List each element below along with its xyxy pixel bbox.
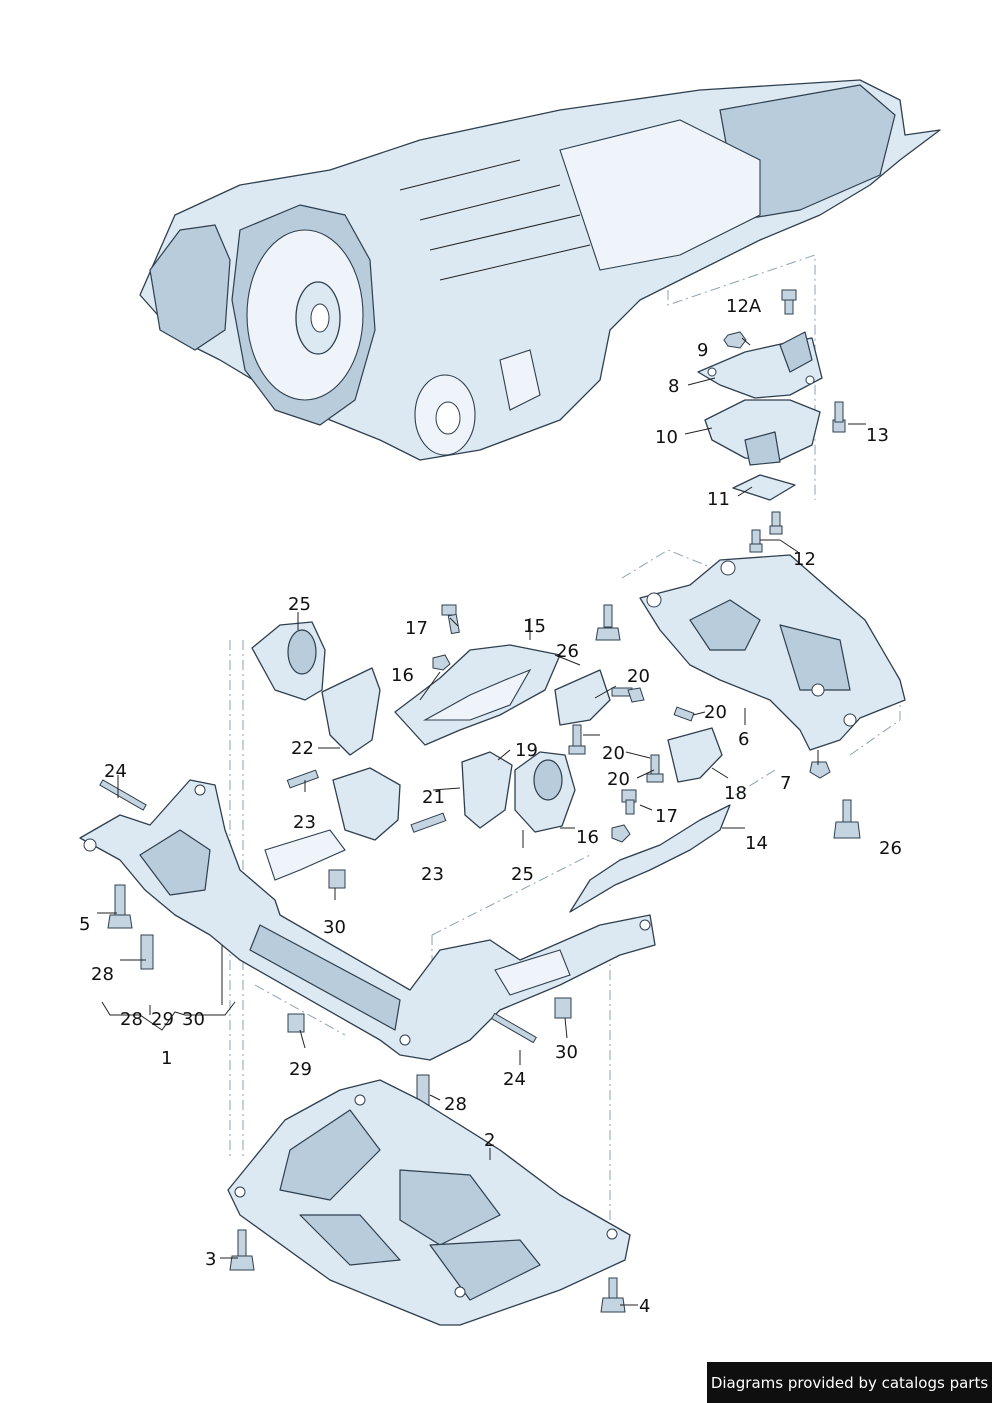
stud-28-left <box>140 934 154 970</box>
engine-mount-25-left <box>251 621 326 701</box>
reinforcement-plate-2 <box>227 1079 631 1326</box>
callout-24-right: 24 <box>503 1069 526 1090</box>
callout-25-left: 25 <box>288 594 311 615</box>
callout-12: 12 <box>793 549 816 570</box>
callout-24-left: 24 <box>104 761 127 782</box>
callout-19: 19 <box>515 740 538 761</box>
callout-8: 8 <box>668 376 679 397</box>
callout-30-group: 30 <box>182 1009 205 1030</box>
bolt-20-b <box>568 724 586 755</box>
callout-17-top: 17 <box>405 618 428 639</box>
bracket-21 <box>461 751 513 829</box>
bolt-26-left <box>595 604 621 641</box>
callout-6: 6 <box>738 729 749 750</box>
nut-29 <box>287 1013 305 1033</box>
nut-7 <box>809 761 831 779</box>
callout-20-d: 20 <box>607 769 630 790</box>
callout-17-right: 17 <box>655 806 678 827</box>
bolt-24-left <box>99 779 147 811</box>
bolt-4 <box>600 1277 626 1313</box>
bolt-20-a <box>611 687 645 703</box>
callout-30-left: 30 <box>323 917 346 938</box>
nut-9 <box>723 331 747 349</box>
callout-10: 10 <box>655 427 678 448</box>
bolt-23-center <box>410 812 447 833</box>
credit-banner: Diagrams provided by catalogs parts <box>707 1362 992 1403</box>
nut-30-left <box>328 869 346 889</box>
callout-23-center: 23 <box>421 864 444 885</box>
callout-4: 4 <box>639 1296 650 1317</box>
bolt-26-right <box>833 799 861 839</box>
callout-14: 14 <box>745 833 768 854</box>
callout-7: 7 <box>780 773 791 794</box>
callout-18: 18 <box>724 783 747 804</box>
callout-1: 1 <box>161 1048 172 1069</box>
callout-15: 15 <box>523 616 546 637</box>
callout-30-right: 30 <box>555 1042 578 1063</box>
bolts-12 <box>749 511 783 553</box>
callout-20-b: 20 <box>602 743 625 764</box>
bolt-12a <box>781 289 797 315</box>
bolt-13 <box>832 401 846 433</box>
heat-shield-15 <box>394 644 561 746</box>
nut-16-top <box>432 654 451 671</box>
nut-30-right <box>554 997 572 1019</box>
bracket-22 <box>321 667 381 756</box>
callout-23-left: 23 <box>293 812 316 833</box>
callout-26-right: 26 <box>879 838 902 859</box>
callout-28-left: 28 <box>91 964 114 985</box>
callout-28-bottom: 28 <box>444 1094 467 1115</box>
leader-lines <box>97 337 866 1306</box>
callout-29: 29 <box>289 1059 312 1080</box>
callout-29-group: 29 <box>151 1009 174 1030</box>
callout-16-right: 16 <box>576 827 599 848</box>
bracket-18 <box>667 727 723 783</box>
callout-20-c: 20 <box>704 702 727 723</box>
heat-shield-14 <box>569 804 731 913</box>
mount-bracket-10 <box>704 399 821 466</box>
bolt-3 <box>229 1229 255 1271</box>
callout-21: 21 <box>422 787 445 808</box>
transmission <box>139 79 941 461</box>
callout-16-top: 16 <box>391 665 414 686</box>
engine-mount-25-center <box>514 751 576 833</box>
crossmember-6 <box>639 554 906 751</box>
transmission-mount-8 <box>697 331 823 399</box>
callout-20-a: 20 <box>627 666 650 687</box>
bolt-17-right <box>621 789 637 815</box>
callout-26-center: 26 <box>556 641 579 662</box>
bolt-20-c <box>673 706 695 722</box>
callout-2: 2 <box>484 1130 495 1151</box>
bracket-26 <box>554 669 611 726</box>
callout-13: 13 <box>866 425 889 446</box>
nut-16-right <box>611 824 631 843</box>
callout-12a: 12A <box>726 296 762 317</box>
subframe-1 <box>79 779 656 1061</box>
bolt-20-d <box>646 754 664 783</box>
bolt-24-right <box>491 1012 537 1044</box>
callout-labels: 12A 9 8 10 13 11 12 25 17 15 26 16 20 20… <box>79 296 902 1317</box>
callout-11: 11 <box>707 489 730 510</box>
bolt-23-left <box>286 769 319 789</box>
callout-28-group: 28 <box>120 1009 143 1030</box>
plate-11 <box>732 474 796 501</box>
callout-25-center: 25 <box>511 864 534 885</box>
callout-9: 9 <box>697 340 708 361</box>
bolt-5 <box>107 884 133 929</box>
callout-3: 3 <box>205 1249 216 1270</box>
callout-5: 5 <box>79 914 90 935</box>
callout-22: 22 <box>291 738 314 759</box>
bracket-23-left <box>332 767 401 841</box>
